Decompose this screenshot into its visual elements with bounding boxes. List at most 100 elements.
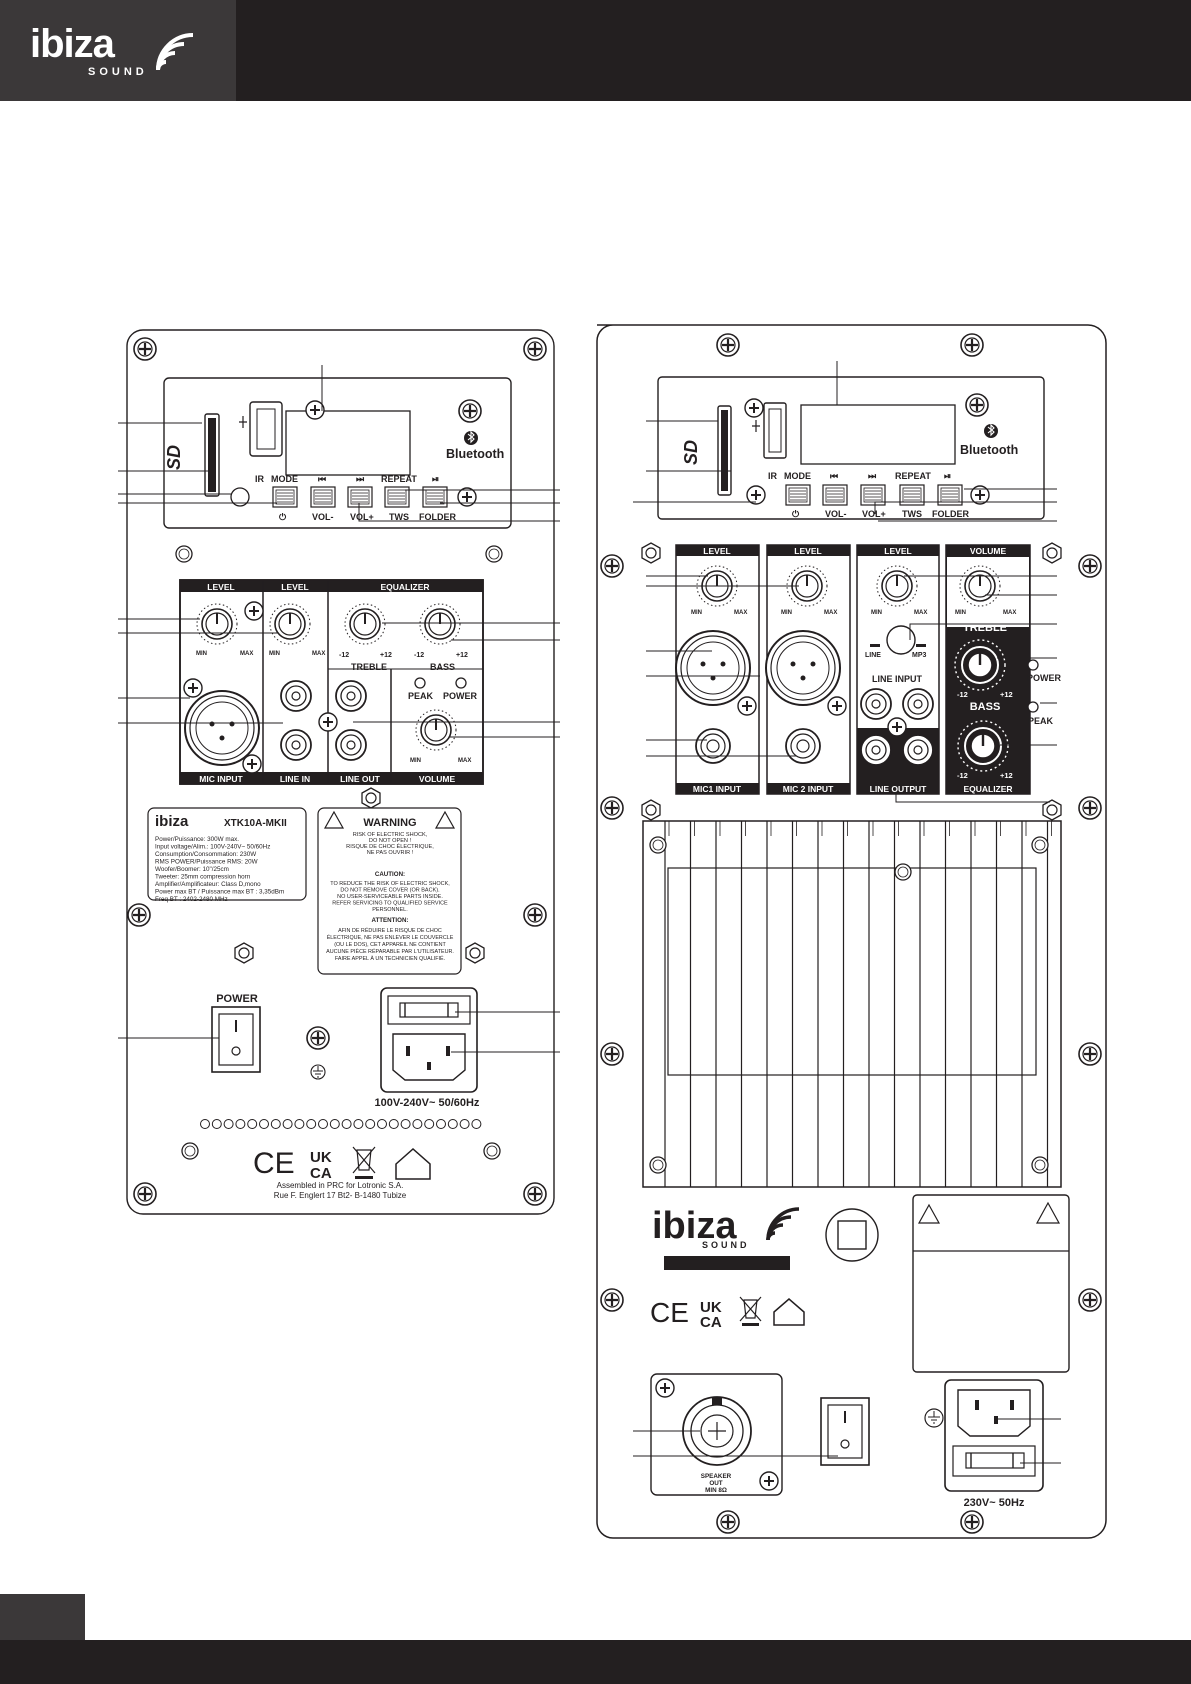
attention-text: AFIN DE RÉDUIRE LE RISQUE DE CHOC — [338, 927, 442, 934]
mic1-xlr-input[interactable] — [675, 630, 751, 706]
screw — [242, 754, 262, 774]
screw — [522, 902, 548, 928]
min-label: MIN — [955, 610, 966, 616]
speaker-out-label: SPEAKER — [701, 1473, 732, 1480]
peak-led — [1027, 701, 1039, 713]
prev-label: ⏮ — [830, 471, 838, 481]
bluetooth-label: Bluetooth — [960, 443, 1018, 457]
mount-nut — [234, 942, 254, 964]
bass-label: BASS — [430, 662, 455, 672]
prev-button[interactable] — [822, 484, 848, 506]
mic2-jack-input[interactable] — [785, 728, 821, 764]
iec-mains-inlet[interactable] — [392, 1033, 466, 1081]
mount-hole — [181, 1142, 199, 1160]
ir-label: IR — [255, 474, 265, 484]
mic-input-label: MIC INPUT — [199, 774, 243, 784]
next-button[interactable] — [347, 486, 373, 508]
mic2-xlr-input[interactable] — [765, 630, 841, 706]
line-output-rca-2[interactable] — [902, 734, 934, 766]
ukca-ca-label: CA — [700, 1314, 722, 1331]
right-panel: SD Bluetooth IR MODE ⏮ ⏭ REPEAT ⏯ ⏻ VOL-… — [596, 324, 1107, 1539]
line-input-rca-2[interactable] — [902, 688, 934, 720]
tws-label: TWS — [902, 509, 922, 519]
vent-hole — [400, 1119, 411, 1129]
screw — [1077, 795, 1103, 821]
level-1-label: LEVEL — [207, 582, 234, 592]
prev-button[interactable] — [310, 486, 336, 508]
mode-button[interactable] — [785, 484, 811, 506]
line-output-rca-1[interactable] — [860, 734, 892, 766]
next-label: ⏭ — [356, 474, 365, 484]
ukca-ca-label: CA — [310, 1165, 332, 1182]
power-led — [1027, 659, 1039, 671]
brand-name: ibiza — [30, 22, 115, 66]
callout-lines — [633, 361, 1061, 1464]
mains-voltage-label: 230V~ 50Hz — [964, 1497, 1025, 1509]
line-mp3-switch[interactable] — [886, 625, 916, 655]
caution-text: REFER SERVICING TO QUALIFIED SERVICE — [332, 901, 448, 907]
line-in-rca-2[interactable] — [280, 729, 312, 761]
vent-hole — [365, 1119, 376, 1129]
page-header: ibiza SOUND — [0, 0, 1191, 101]
ground-icon — [310, 1064, 326, 1080]
brand-sub: SOUND — [702, 1240, 750, 1250]
vent-hole — [459, 1119, 470, 1129]
line-input-rca-1[interactable] — [860, 688, 892, 720]
screw — [715, 1509, 741, 1535]
equalizer-label: EQUALIZER — [380, 582, 429, 592]
weee-bin-icon — [352, 1146, 376, 1179]
iec-mains-inlet[interactable] — [957, 1389, 1031, 1437]
usb-icon — [239, 416, 247, 428]
play-label: ⏯ — [944, 471, 951, 481]
vent-hole — [353, 1119, 364, 1129]
plus12-label: +12 — [380, 652, 392, 659]
peak-label: PEAK — [1028, 716, 1054, 726]
screw — [599, 1287, 625, 1313]
screw — [759, 1471, 779, 1491]
vent-hole — [318, 1119, 328, 1129]
screw — [522, 336, 548, 362]
spec-line: Input voltage/Alim.: 100V-240V~ 50/60Hz — [155, 844, 270, 851]
spec-line: Woofer/Boomer: 10"/25cm — [155, 866, 229, 873]
speaker-out-label: MIN 8Ω — [705, 1487, 727, 1494]
line-in-label: LINE IN — [280, 774, 310, 784]
line-out-label: LINE OUT — [340, 774, 380, 784]
max-label: MAX — [914, 610, 927, 616]
mp3-switch-label: MP3 — [912, 652, 927, 659]
vent-hole — [259, 1119, 269, 1129]
screw — [655, 1378, 675, 1398]
warning-text: RISQUE DE CHOC ÉLECTRIQUE, — [346, 843, 434, 850]
page-footer — [0, 1640, 1191, 1684]
mode-button[interactable] — [272, 486, 298, 508]
line-out-rca-2[interactable] — [335, 729, 367, 761]
caution-text: TO REDUCE THE RISK OF ELECTRIC SHOCK, — [330, 881, 450, 887]
spec-line: Tweeter: 25mm compression horn — [155, 874, 251, 881]
vol-minus-label: VOL- — [825, 509, 847, 519]
max-label: MAX — [1003, 610, 1016, 616]
screw — [305, 1025, 331, 1051]
mic1-jack-input[interactable] — [695, 728, 731, 764]
spec-line: RMS POWER/Puissance RMS: 20W — [155, 859, 258, 866]
screw — [599, 1041, 625, 1067]
warning-text: DO NOT OPEN ! — [369, 838, 412, 844]
line-out-rca-1[interactable] — [335, 680, 367, 712]
heatsink — [642, 820, 1062, 1188]
level-2-label: LEVEL — [281, 582, 308, 592]
vol-minus-label: VOL- — [312, 512, 334, 522]
attention-text: FAIRE APPEL À UN TECHNICIEN QUALIFIÉ. — [335, 955, 445, 962]
level-2-label: LEVEL — [794, 546, 821, 556]
mic-xlr-input[interactable] — [184, 690, 260, 766]
mount-nut — [641, 542, 661, 564]
ce-mark-icon: CE — [650, 1297, 689, 1328]
plus12-label: +12 — [1000, 690, 1013, 699]
line-in-rca-1[interactable] — [280, 680, 312, 712]
screw — [737, 696, 757, 716]
treble-label: TREBLE — [963, 622, 1007, 634]
warning-text: NE PAS OUVRIR ! — [367, 850, 414, 856]
vent-hole — [270, 1119, 281, 1129]
ukca-uk-label: UK — [700, 1299, 722, 1316]
max-label: MAX — [240, 651, 253, 657]
vent-hole — [436, 1119, 446, 1129]
screw — [744, 398, 764, 418]
ce-mark-icon: CE — [253, 1147, 295, 1180]
